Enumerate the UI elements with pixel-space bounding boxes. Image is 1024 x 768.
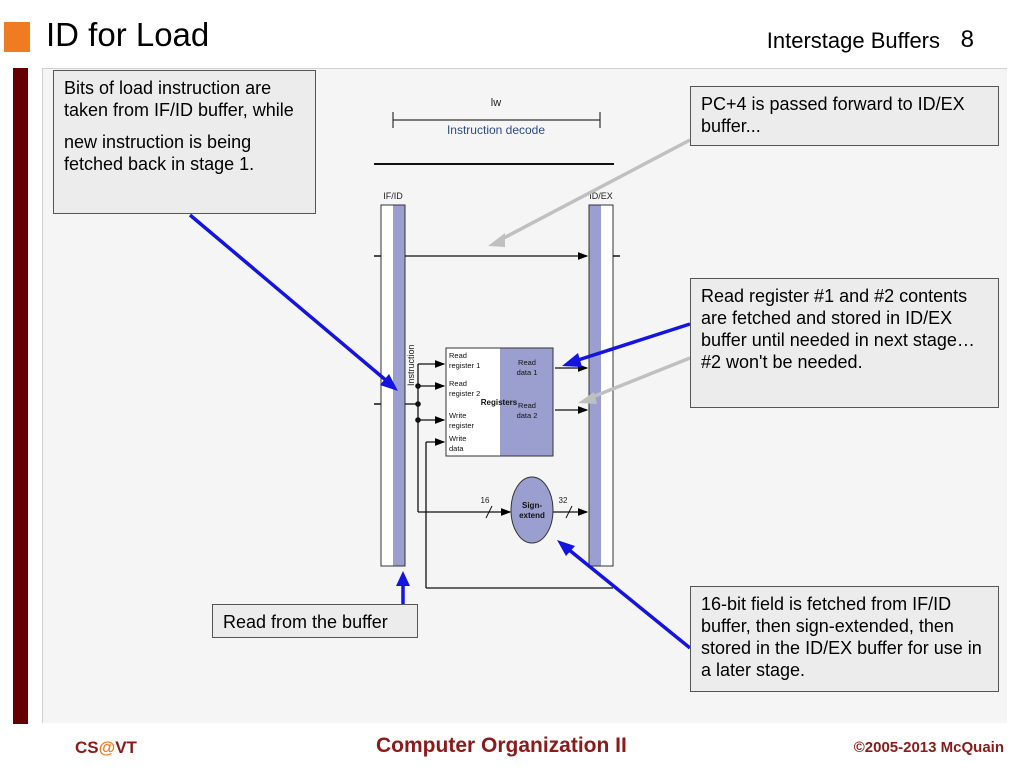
title-accent-square	[4, 22, 30, 52]
read-data-2-pointer-arrowhead	[578, 392, 597, 404]
instruction-name: lw	[491, 97, 501, 109]
pc4-pointer-arrowhead	[488, 233, 505, 247]
callout-sixteen-bit-field: 16-bit field is fetched from IF/ID buffe…	[690, 586, 999, 692]
sign-extend-pointer-arrowhead	[557, 540, 575, 556]
footer-cs: CS	[75, 738, 99, 757]
port-read-register-2: Read	[449, 379, 467, 388]
footer-vt: VT	[115, 738, 137, 757]
read-data-2-pointer-arrow	[589, 356, 691, 400]
slide-title: ID for Load	[46, 16, 210, 53]
callout-read-from-buffer: Read from the buffer	[212, 604, 418, 638]
port-write-data-b: data	[449, 444, 464, 453]
read-data-1-pointer-arrowhead	[562, 353, 582, 367]
register-file	[445, 347, 554, 457]
callout-read-register: Read register #1 and #2 contents are fet…	[690, 278, 999, 408]
stage-name: Instruction decode	[447, 123, 545, 137]
id-ex-label: ID/EX	[589, 191, 613, 201]
callout-bits-text-1: Bits of load instruction are taken from …	[64, 78, 294, 120]
port-read-data-2-b: data 2	[517, 411, 538, 420]
port-write-data: Write	[449, 434, 466, 443]
registers-title: Registers	[481, 398, 518, 407]
bits-pointer-arrow	[188, 213, 390, 384]
port-write-register: Write	[449, 411, 466, 420]
instruction-wire-label: Instruction	[406, 344, 416, 386]
port-read-register-1-b: register 1	[449, 361, 480, 370]
read-buffer-pointer-arrowhead	[396, 571, 410, 586]
id-ex-buffer	[588, 204, 614, 567]
slide-topic: Interstage Buffers	[766, 28, 940, 53]
sign-extend-label: Sign-	[522, 501, 542, 510]
sign-extend-label-b: extend	[519, 511, 545, 520]
sign-extend-pointer-arrow	[566, 547, 692, 650]
footer-title: Computer Organization II	[376, 734, 627, 757]
left-accent-bar	[13, 68, 28, 724]
port-read-register-2-b: register 2	[449, 389, 480, 398]
bit-width-in: 16	[481, 496, 490, 505]
footer-copyright: ©2005-2013 McQuain	[853, 739, 1004, 756]
callout-bits-of-load: Bits of load instruction are taken from …	[53, 70, 316, 214]
callout-pc4: PC+4 is passed forward to ID/EX buffer..…	[690, 86, 999, 146]
page-number: 8	[960, 26, 974, 53]
pc4-pointer-arrow	[499, 138, 691, 242]
stage-bracket	[392, 112, 601, 128]
footer-at: @	[98, 738, 116, 757]
port-write-register-b: register	[449, 421, 475, 430]
port-read-register-1: Read	[449, 351, 467, 360]
port-read-data-1-b: data 1	[517, 368, 538, 377]
bit-width-out: 32	[559, 496, 568, 505]
callout-bits-text-2: new instruction is being fetched back in…	[64, 132, 255, 174]
port-read-data-2: Read	[518, 401, 536, 410]
read-data-1-pointer-arrow	[574, 322, 691, 363]
sign-extend-unit	[510, 476, 554, 544]
bits-pointer-arrowhead	[380, 374, 398, 391]
footer-course: CS@VT	[75, 738, 137, 758]
port-read-data-1: Read	[518, 358, 536, 367]
if-id-label: IF/ID	[383, 191, 403, 201]
